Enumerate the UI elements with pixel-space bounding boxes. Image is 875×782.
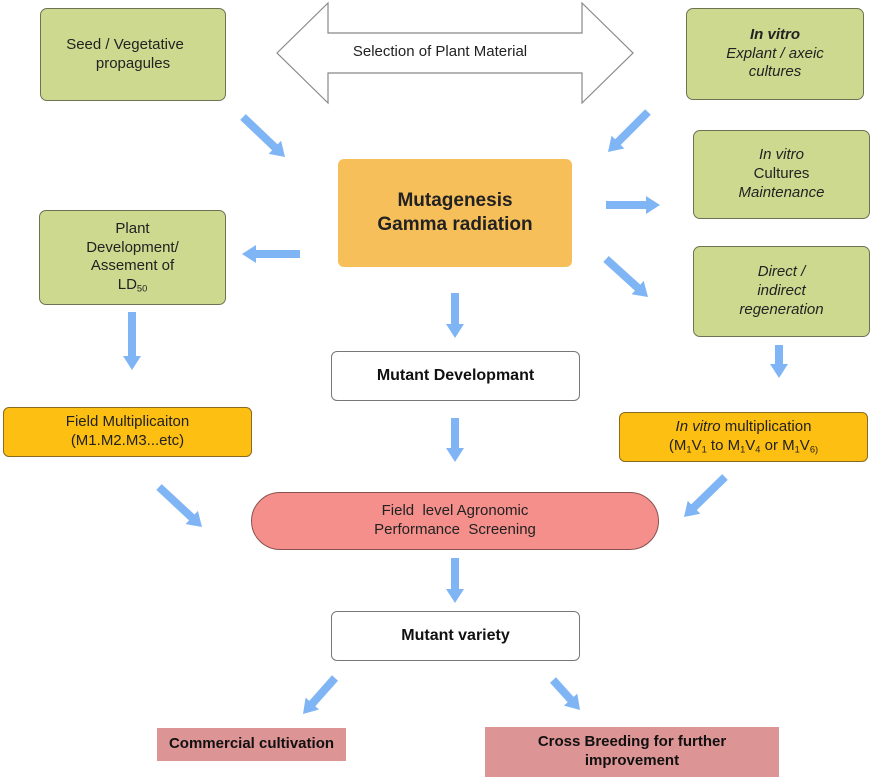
node-regeneration: Direct / indirect regeneration: [693, 246, 870, 337]
arrow-mutagenesis-to-regeneration: [603, 256, 648, 297]
generation-subscript: 1: [740, 444, 746, 455]
generation-part: to M: [706, 436, 741, 454]
node-seed-line1: Seed / Vegetative: [66, 35, 184, 53]
node-invitro-maintenance: In vitro Cultures Maintenance: [693, 130, 870, 219]
generation-subscript: 1: [701, 444, 707, 455]
node-plant-dev-line4: LD50: [118, 276, 148, 295]
node-screening-line1: Field level Agronomic: [381, 502, 529, 520]
arrow-mutagenesis-to-maintenance: [606, 196, 660, 214]
arrow-mutagenesis-to-mutant-development: [446, 293, 464, 338]
ld-text: LD: [117, 276, 137, 294]
node-plant-development: Plant Development/ Assement of LD50: [39, 210, 226, 305]
node-cross-line1: Cross Breeding for further: [537, 733, 727, 751]
node-mutant-development-label: Mutant Developmant: [376, 367, 535, 384]
node-screening-line2: Performance Screening: [374, 521, 536, 538]
node-mutant-development: Mutant Developmant: [331, 351, 580, 401]
node-invitro-explant-line1: In vitro: [749, 25, 800, 43]
generation-part: (M: [668, 436, 687, 454]
arrow-explant-to-mutagenesis: [608, 109, 651, 152]
multiplication-text: multiplication: [720, 418, 812, 436]
generation-subscript: 6): [809, 444, 819, 455]
node-invitro-explant-line2: Explant / axeic: [726, 44, 824, 62]
node-regeneration-line2: indirect: [757, 282, 806, 300]
generation-part: V: [745, 436, 756, 454]
arrow-invitro-multiplication-to-screening: [684, 474, 728, 517]
generation-part: or M: [760, 436, 795, 454]
arrow-mutant-variety-to-commercial: [303, 675, 338, 714]
node-seed-vegetative: Seed / Vegetative propagules: [40, 8, 226, 101]
arrow-mutant-variety-to-cross-breeding: [550, 677, 580, 710]
node-cross-breeding: Cross Breeding for further improvement: [485, 727, 779, 777]
generation-part: V: [691, 436, 702, 454]
node-commercial-label: Commercial cultivation: [168, 735, 335, 753]
node-invitro-mult-line1: In vitro multiplication: [676, 418, 812, 437]
selection-label: Selection of Plant Material: [352, 43, 528, 60]
arrow-regeneration-to-invitro-multiplication: [770, 345, 788, 378]
arrow-mutant-development-to-screening: [446, 418, 464, 462]
arrow-mutagenesis-to-plant-development: [242, 245, 300, 263]
generation-subscript: 4: [755, 444, 761, 455]
generation-subscript: 1: [794, 444, 800, 455]
invitro-italic: In vitro: [675, 418, 721, 436]
node-invitro-explant-line3: cultures: [748, 63, 802, 81]
node-cross-line2: improvement: [584, 752, 680, 769]
node-regeneration-line3: regeneration: [739, 300, 824, 318]
node-regeneration-line1: Direct /: [757, 263, 806, 281]
node-mutagenesis-line2: Gamma radiation: [377, 214, 533, 235]
node-invitro-mult-line2: (M1V1 to M1V4 or M1V6): [669, 437, 818, 456]
node-maintenance-line2: Cultures: [753, 165, 810, 183]
node-plant-dev-line2: Development/: [86, 238, 179, 256]
arrow-seed-to-mutagenesis: [240, 114, 285, 157]
generation-subscript: 1: [686, 444, 692, 455]
selection-double-arrow: [276, 1, 634, 105]
node-invitro-explant: In vitro Explant / axeic cultures: [686, 8, 864, 100]
node-seed-line2: propagules: [95, 54, 171, 72]
arrow-screening-to-mutant-variety: [446, 558, 464, 603]
node-invitro-multiplication: In vitro multiplication (M1V1 to M1V4 or…: [619, 412, 868, 462]
node-mutant-variety: Mutant variety: [331, 611, 580, 661]
node-mutagenesis-line1: Mutagenesis: [397, 190, 513, 212]
node-maintenance-line1: In vitro: [758, 146, 804, 164]
node-plant-dev-line1: Plant: [115, 219, 150, 237]
node-field-multiplication: Field Multiplicaiton (M1.M2.M3...etc): [3, 407, 252, 457]
node-plant-dev-line3: Assement of: [90, 257, 175, 275]
ld-subscript: 50: [136, 283, 148, 294]
arrow-field-multiplication-to-screening: [156, 484, 202, 527]
node-mutagenesis: Mutagenesis Gamma radiation: [338, 159, 572, 267]
node-commercial-cultivation: Commercial cultivation: [157, 728, 346, 761]
node-agronomic-screening: Field level Agronomic Performance Screen…: [251, 492, 659, 550]
generation-part: V: [799, 436, 810, 454]
arrow-plant-development-to-field-multiplication: [123, 312, 141, 370]
node-mutant-variety-label: Mutant variety: [401, 627, 510, 644]
node-maintenance-line3: Maintenance: [738, 183, 825, 201]
node-field-mult-line2: (M1.M2.M3...etc): [70, 432, 185, 449]
node-field-mult-line1: Field Multiplicaiton: [65, 413, 190, 431]
